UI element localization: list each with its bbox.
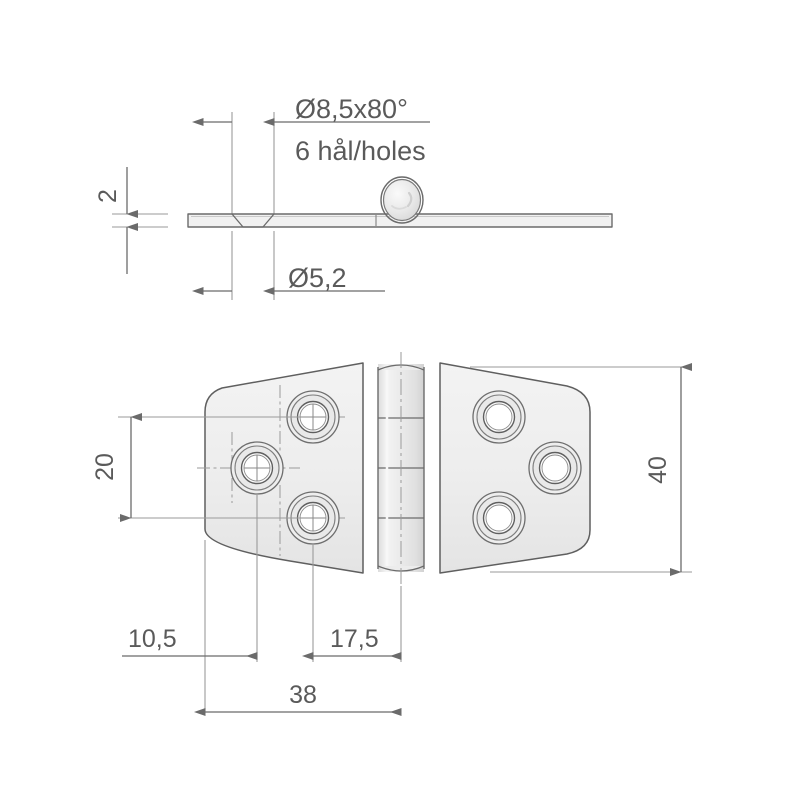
dimension-label-20: 20 <box>91 453 119 481</box>
side-view-knuckle-outer <box>380 176 424 224</box>
hinge-knuckle-barrel <box>377 352 425 586</box>
plan-view: 20 40 10,5 17,5 38 <box>91 352 693 716</box>
note-holes-count: 6 hål/holes <box>295 136 426 166</box>
dimension-label-38: 38 <box>289 681 317 709</box>
side-elevation-view: Ø8,5x80° 6 hål/holes Ø5,2 2 <box>94 94 613 300</box>
dimension-label-40: 40 <box>644 456 672 484</box>
note-hole-diameter: Ø5,2 <box>288 263 347 293</box>
left-leaf-holes <box>230 390 340 545</box>
dimension-label-10-5: 10,5 <box>128 625 177 653</box>
hole-left-lower <box>286 491 340 545</box>
hole-right-middle <box>528 441 582 495</box>
side-view-knuckle-inner <box>382 178 422 222</box>
dimension-label-17-5: 17,5 <box>330 625 379 653</box>
side-view-knuckle-shading <box>406 191 413 208</box>
hole-right-lower <box>472 491 526 545</box>
side-view-countersink-notch <box>231 213 275 228</box>
dimension-label-thickness: 2 <box>94 189 122 203</box>
right-leaf-holes <box>472 390 582 545</box>
hole-right-upper <box>472 390 526 444</box>
side-view-knuckle-shading-2 <box>391 205 407 210</box>
note-countersink: Ø8,5x80° <box>295 94 408 124</box>
